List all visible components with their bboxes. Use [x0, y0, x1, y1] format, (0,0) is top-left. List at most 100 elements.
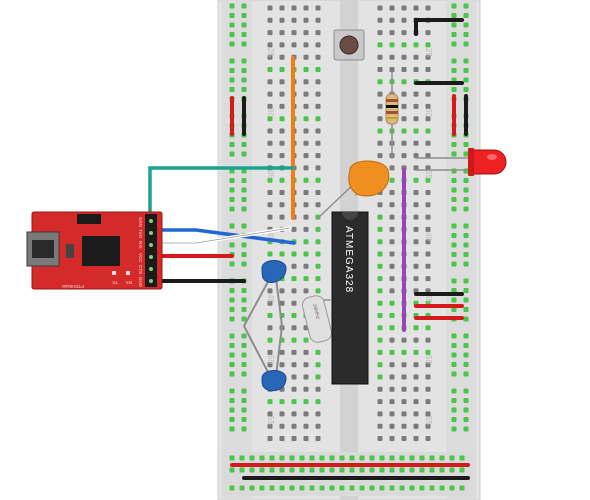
- breadboard-hole: [279, 116, 285, 122]
- power-rail-hole: [241, 343, 247, 348]
- breadboard-hole: [315, 79, 321, 85]
- breadboard-hole: [377, 411, 383, 417]
- breadboard-hole: [303, 226, 309, 232]
- power-rail-hole: [379, 455, 385, 461]
- power-rail-hole: [229, 22, 235, 28]
- ftdi-pin-labels: GRN TXO RXI VCC CTS GND: [138, 217, 143, 288]
- breadboard-hole: [425, 5, 431, 11]
- decoupling-capacitors: [261, 260, 287, 392]
- power-rail-hole: [329, 455, 335, 461]
- breadboard-hole: [303, 67, 309, 72]
- breadboard-hole: [425, 67, 431, 72]
- breadboard-hole: [291, 300, 297, 306]
- power-rail-hole: [451, 352, 457, 358]
- wires: [230, 18, 481, 480]
- breadboard-hole: [315, 263, 321, 269]
- power-rail-hole: [451, 388, 457, 394]
- power-rail-hole: [269, 467, 275, 473]
- tx-led: [112, 271, 116, 275]
- power-rail-hole: [239, 467, 245, 473]
- power-rail-hole: [339, 467, 345, 473]
- breadboard-hole: [303, 263, 309, 269]
- breadboard-hole: [377, 153, 383, 159]
- breadboard-hole: [425, 202, 431, 208]
- breadboard-hole: [413, 42, 419, 48]
- breadboard-hole: [279, 128, 285, 134]
- power-rail-hole: [463, 87, 469, 92]
- reset-button[interactable]: [333, 29, 365, 61]
- breadboard-hole: [267, 349, 273, 355]
- breadboard-hole: [267, 79, 273, 85]
- power-rail-hole: [463, 233, 469, 238]
- breadboard-hole: [279, 349, 285, 355]
- power-rail-hole: [389, 455, 395, 461]
- power-rail-hole: [241, 371, 247, 377]
- breadboard-hole: [389, 374, 395, 380]
- chip-label: ATMEGA328: [343, 226, 354, 293]
- crystal: 16MHz: [301, 295, 333, 343]
- ftdi-tx-label: TX: [112, 280, 118, 285]
- ftdi-rx-label: RX: [126, 280, 132, 285]
- breadboard-hole: [425, 103, 431, 109]
- breadboard-hole: [425, 423, 431, 429]
- row-label-55-right: 55: [424, 416, 433, 425]
- breadboard-hole: [315, 202, 321, 208]
- breadboard-hole: [267, 300, 273, 306]
- breadboard-hole: [401, 349, 407, 355]
- rx-led: [126, 271, 130, 275]
- power-rail-hole: [229, 467, 235, 473]
- breadboard-hole: [425, 276, 431, 282]
- breadboard-hole: [401, 399, 407, 405]
- power-rail-hole: [451, 58, 457, 64]
- power-rail-hole: [229, 242, 235, 248]
- breadboard-hole: [425, 54, 431, 60]
- ftdi-basic-board: FTDI Basic TX RX GRN TXO RXI VCC CTS GND: [26, 211, 163, 290]
- breadboard-hole: [291, 288, 297, 294]
- power-rail-hole: [451, 343, 457, 348]
- breadboard-hole: [401, 436, 407, 441]
- breadboard-hole: [425, 374, 431, 380]
- power-rail-hole: [451, 223, 457, 229]
- breadboard-hole: [413, 5, 419, 11]
- breadboard-hole: [389, 239, 395, 245]
- power-rail-hole: [229, 178, 235, 183]
- breadboard-hole: [279, 436, 285, 441]
- breadboard-hole: [377, 91, 383, 97]
- cap-lead-1: [317, 181, 357, 219]
- row-label-50: 50: [266, 355, 275, 364]
- power-rail-hole: [463, 58, 469, 64]
- breadboard-hole: [401, 386, 407, 392]
- power-rail-hole: [309, 485, 315, 491]
- power-rail-hole: [463, 197, 469, 202]
- power-rail-hole: [329, 485, 335, 491]
- ftdi-pin-label-rxi: RXI: [138, 241, 143, 249]
- breadboard-hole: [279, 103, 285, 109]
- breadboard-hole: [315, 128, 321, 134]
- breadboard-hole: [303, 190, 309, 195]
- power-rail-hole: [299, 467, 305, 473]
- power-rail-hole: [229, 407, 235, 413]
- power-rail-hole: [369, 485, 375, 491]
- breadboard-hole: [413, 251, 419, 257]
- power-rail-hole: [241, 362, 247, 367]
- power-rail-hole: [439, 467, 445, 473]
- power-rail-hole: [241, 297, 247, 303]
- breadboard-hole: [303, 276, 309, 282]
- breadboard-hole: [315, 251, 321, 257]
- power-rail-hole: [463, 288, 469, 293]
- row-label-45-right: 45: [424, 294, 433, 303]
- power-rail-hole: [463, 297, 469, 303]
- power-rail-hole: [451, 142, 457, 147]
- breadboard-hole: [279, 411, 285, 417]
- breadboard-hole: [279, 54, 285, 60]
- breadboard-hole: [389, 337, 395, 343]
- breadboard-hole: [315, 362, 321, 368]
- power-rail-hole: [463, 13, 469, 18]
- breadboard-hole: [315, 103, 321, 109]
- power-rail-hole: [241, 197, 247, 202]
- breadboard-hole: [401, 374, 407, 380]
- power-rail-hole: [229, 333, 235, 339]
- ftdi-pin-label-cts: CTS: [138, 265, 143, 274]
- power-rail-hole: [451, 68, 457, 73]
- power-rail-hole: [339, 485, 345, 491]
